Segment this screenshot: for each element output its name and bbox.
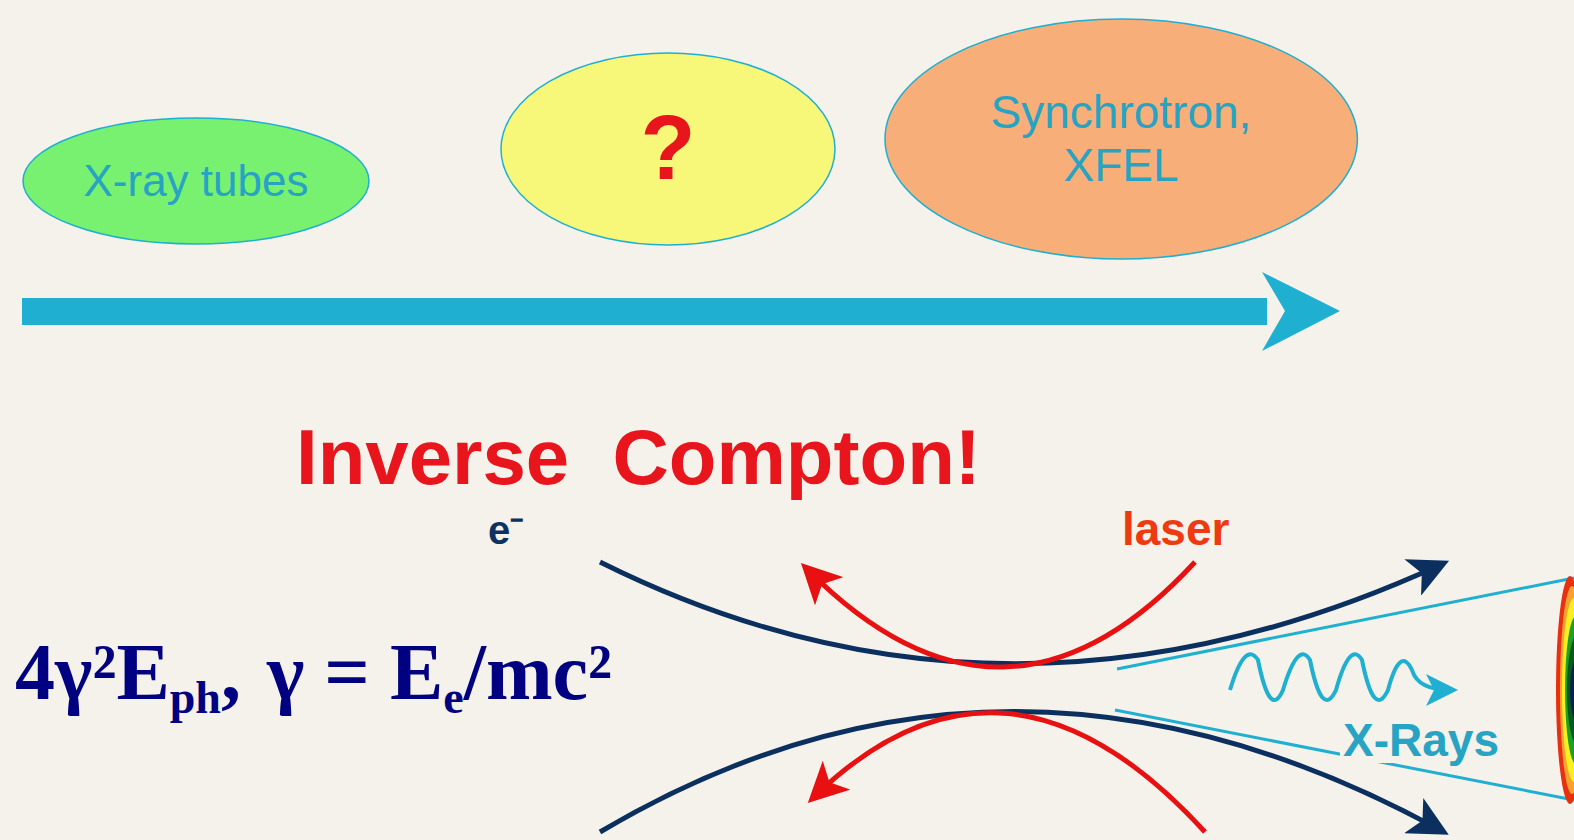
electron-path: [600, 562, 1440, 664]
ellipse-node: X-ray tubes: [22, 117, 370, 245]
formula-term: 4γ²E: [15, 628, 170, 716]
ellipse-node: ?: [500, 52, 836, 246]
formula: 4γ²Eph,γ = Ee/mc²: [15, 632, 612, 721]
electron-path: [600, 711, 1440, 832]
formula-term: /mc²: [464, 628, 612, 716]
laser-path: [815, 713, 1205, 832]
xray-wave: [1230, 654, 1450, 700]
headline: Inverse Compton!: [296, 418, 981, 496]
detector-spot: [1556, 576, 1574, 804]
electron-label: e⁻: [488, 510, 524, 550]
laser-label: laser: [1122, 506, 1229, 552]
node-label: Synchrotron, XFEL: [961, 86, 1281, 192]
formula-subscript: e: [443, 672, 463, 723]
axis-arrow: [22, 272, 1340, 351]
laser-path: [808, 562, 1195, 667]
node-label: X-ray tubes: [84, 156, 309, 207]
ellipse-node: Synchrotron, XFEL: [884, 18, 1358, 260]
xray-label: X-Rays: [1340, 717, 1502, 763]
node-label: ?: [641, 97, 696, 201]
formula-subscript: ph: [170, 672, 221, 723]
formula-term: γ = E: [267, 628, 443, 716]
xray-cone: [1115, 578, 1574, 800]
formula-term: ,: [221, 628, 241, 716]
